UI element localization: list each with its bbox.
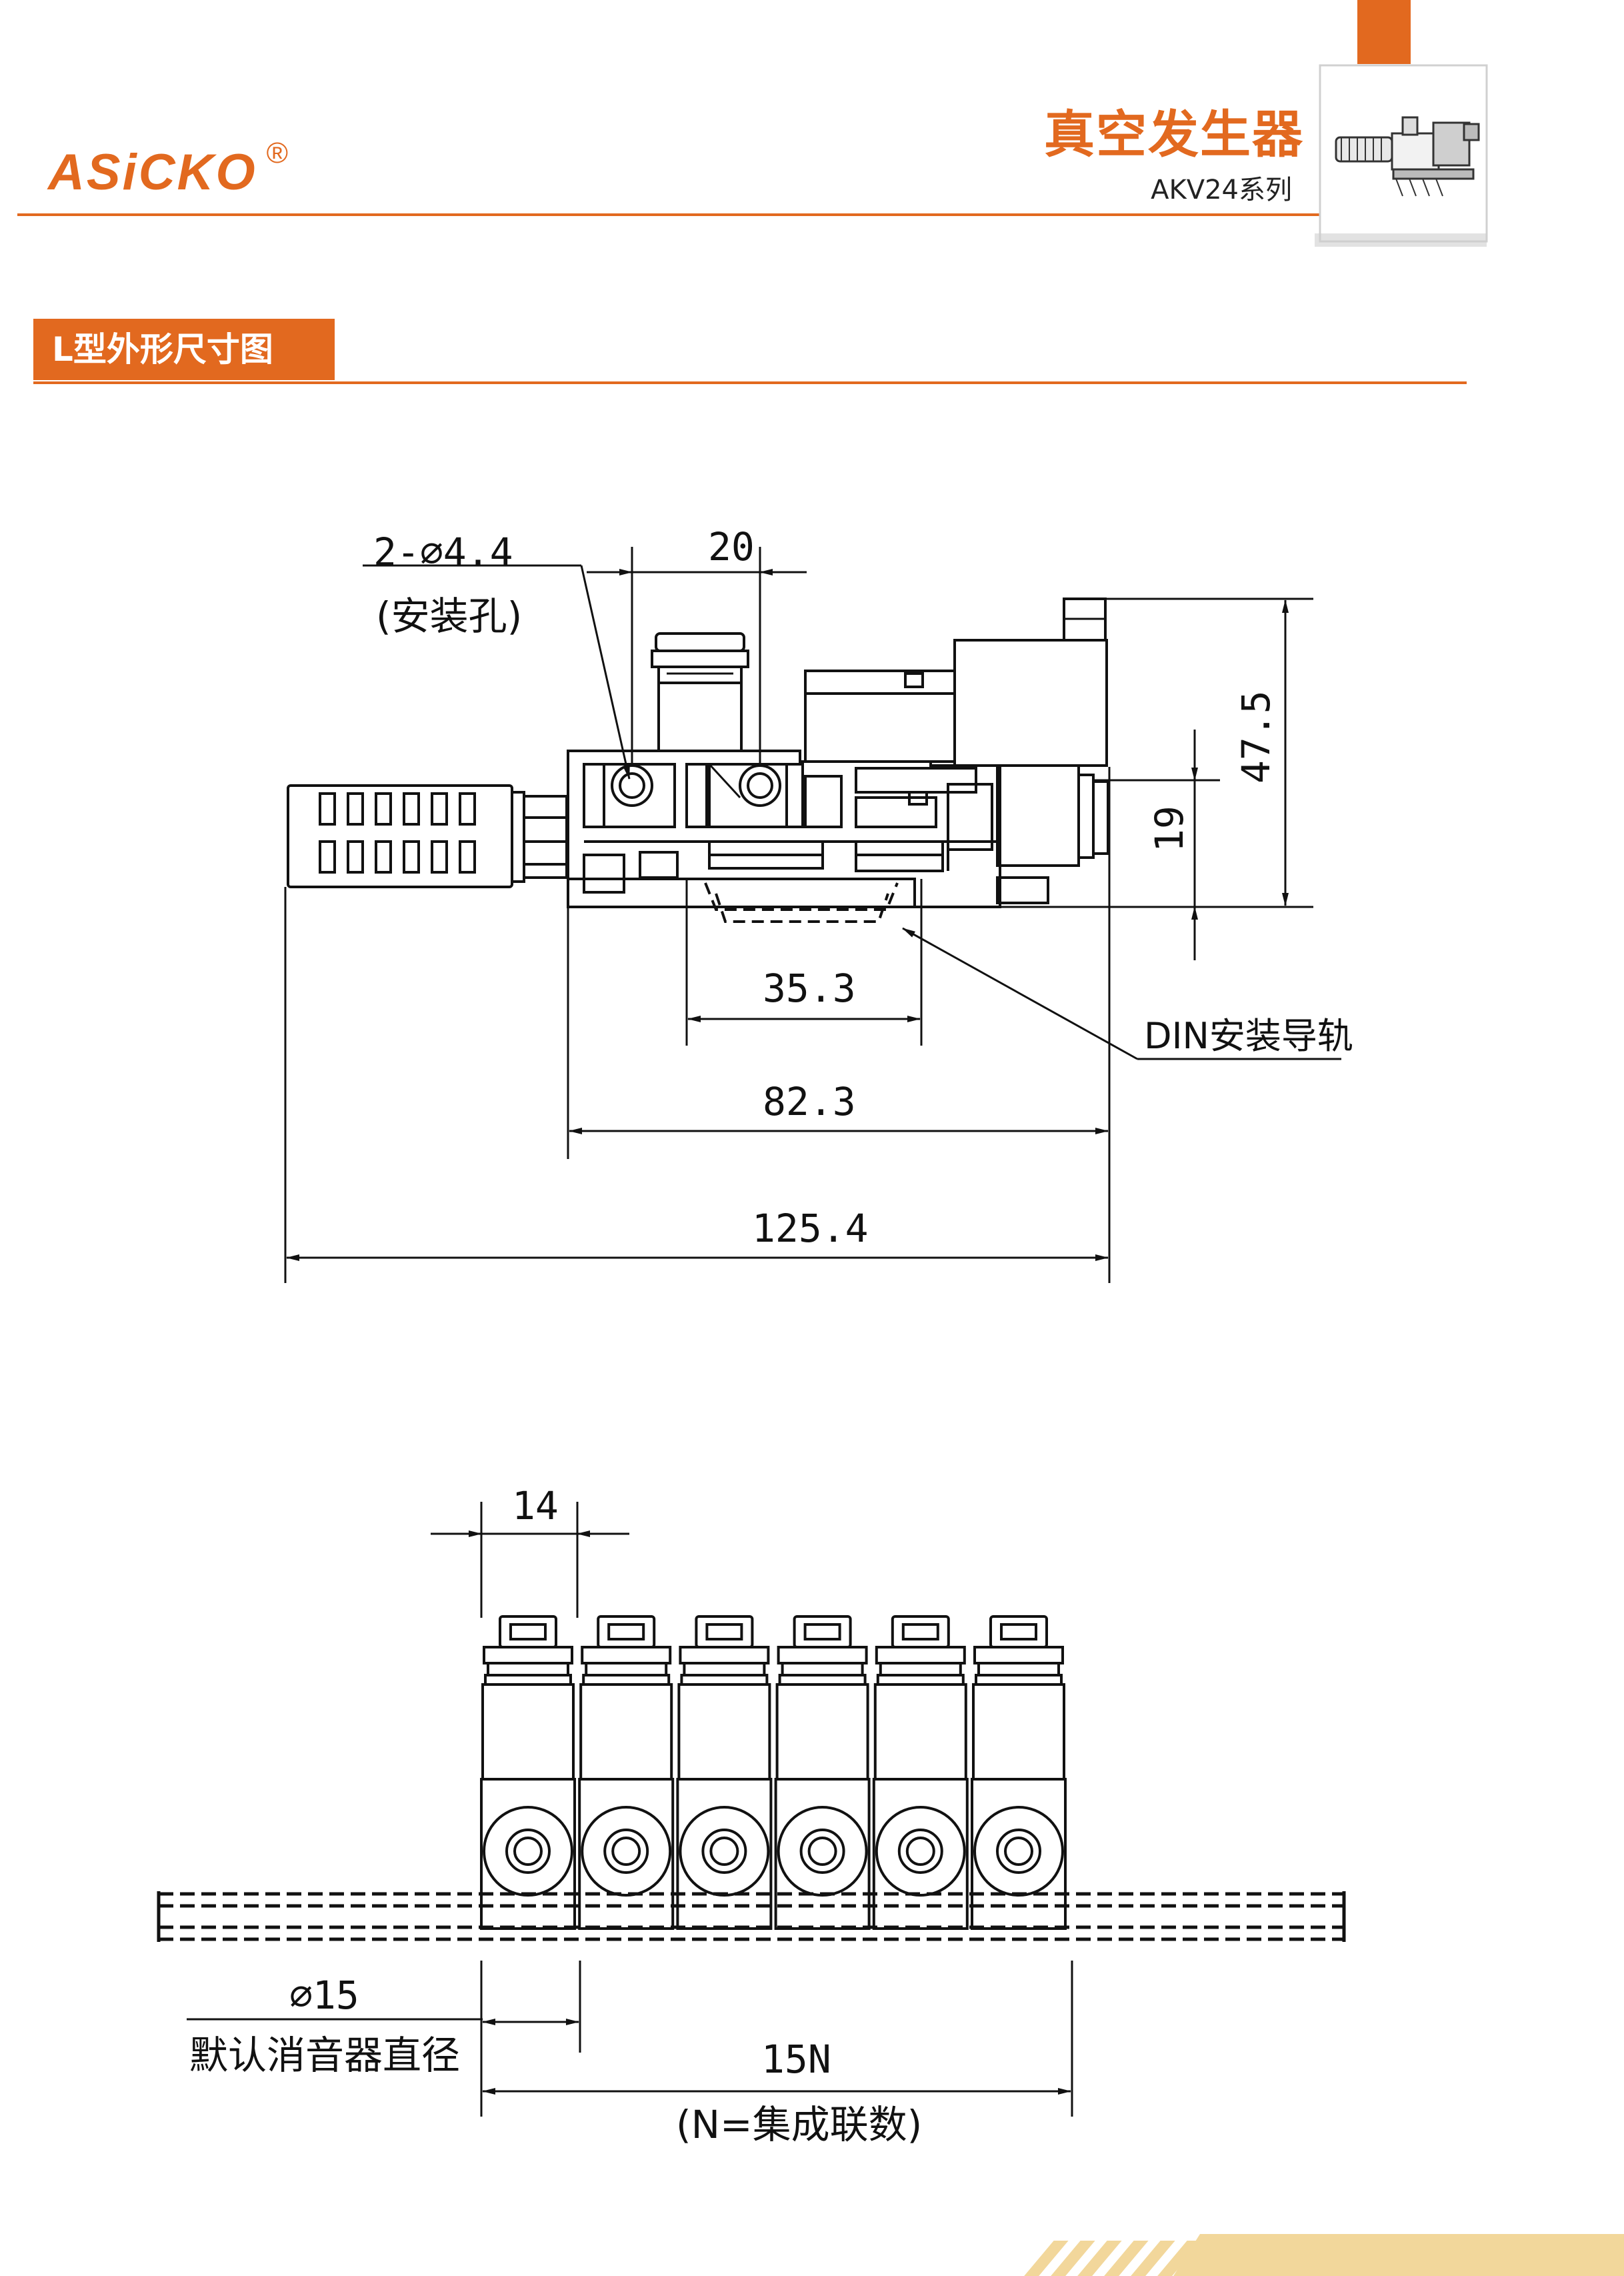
din-rail-label: DIN安装导轨 — [1144, 1015, 1353, 1057]
manifold-unit — [676, 1615, 773, 1930]
manifold-unit — [578, 1615, 675, 1930]
silencer-note: 默认消音器直径 — [189, 2033, 460, 2078]
product-thumbnail-icon — [1335, 116, 1480, 197]
side-view-labels: 2-∅4.4 (安装孔) 20 47.5 19 35.3 DIN安装导轨 82.… — [373, 524, 1353, 1251]
dim-15n-note: (N=集成联数) — [676, 2102, 922, 2147]
dim-35-3-label: 35.3 — [763, 966, 856, 1011]
section-title: L型外形尺寸图 — [33, 319, 335, 380]
dim-20-label: 20 — [708, 524, 755, 570]
front-view-drawing — [157, 1615, 1346, 1942]
holes-note: (安装孔) — [376, 594, 522, 639]
page-title: 真空发生器 — [1044, 105, 1304, 164]
dim-15n-label: 15N — [761, 2037, 831, 2082]
manifold-unit — [872, 1615, 969, 1930]
header-decoration — [17, 0, 1488, 384]
side-view-drawing — [287, 598, 1109, 923]
manifold-unit — [774, 1615, 871, 1930]
brand-logo: ASiCKO® — [48, 137, 290, 201]
dim-125-4-label: 125.4 — [752, 1206, 869, 1251]
page-subtitle: AKV24系列 — [1151, 175, 1292, 205]
dim-82-3-label: 82.3 — [763, 1079, 856, 1124]
manifold-unit — [480, 1615, 576, 1930]
footer-decoration — [1020, 2234, 1624, 2276]
manifold-unit — [971, 1615, 1067, 1930]
dim-14-label: 14 — [512, 1483, 559, 1528]
front-view-dimensions — [187, 1502, 1073, 2117]
dim-47-5-label: 47.5 — [1233, 690, 1279, 784]
dim-19-label: 19 — [1147, 806, 1192, 852]
side-view-dimensions — [284, 547, 1341, 1283]
holes-label: 2-∅4.4 — [373, 529, 513, 575]
front-view-labels: 14 ∅15 默认消音器直径 15N (N=集成联数) — [189, 1483, 922, 2147]
silencer-diameter-label: ∅15 — [289, 1973, 359, 2018]
